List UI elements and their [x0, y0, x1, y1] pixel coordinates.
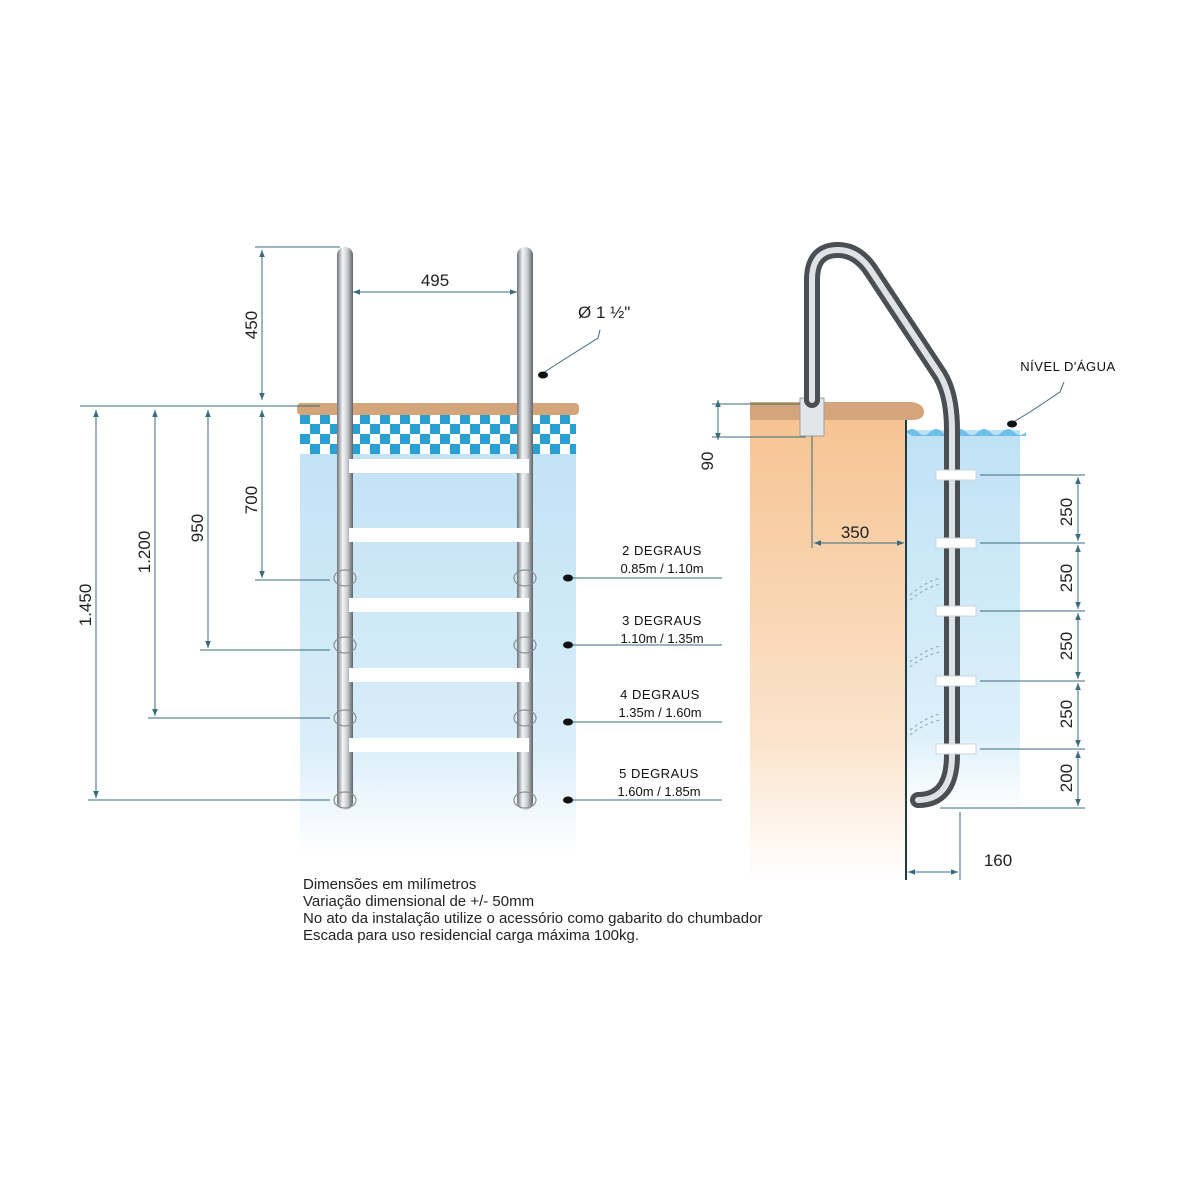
note-installation: No ato da instalação utilize o acessório… [303, 910, 763, 927]
coping-front [297, 403, 579, 415]
option-4-steps: 4 DEGRAUS [620, 687, 700, 702]
option-2-range: 0.85m / 1.10m [620, 561, 703, 576]
water-surface [906, 429, 1026, 436]
side-dimensions [712, 381, 1085, 880]
tube-diameter-label: Ø 1 ½" [578, 303, 630, 322]
option-5-range: 1.60m / 1.85m [617, 784, 700, 799]
pool-wall [750, 404, 905, 880]
side-step [935, 605, 977, 617]
step [349, 738, 529, 752]
side-step [935, 675, 977, 687]
front-dimensions [80, 246, 722, 801]
spacing-250-d: 250 [1057, 700, 1076, 728]
depth-950-label: 950 [188, 514, 207, 542]
step [349, 459, 529, 473]
depth-700-label: 700 [242, 486, 261, 514]
rail-joints [333, 569, 537, 809]
depth-1450-label: 1.450 [76, 584, 95, 627]
note-units: Dimensões em milímetros [303, 876, 477, 893]
coping-90-label: 90 [698, 452, 717, 471]
option-3-steps: 3 DEGRAUS [622, 613, 702, 628]
spacing-250-a: 250 [1057, 498, 1076, 526]
option-3-range: 1.10m / 1.35m [620, 631, 703, 646]
offset-350-label: 350 [841, 523, 869, 542]
side-view: NÍVEL D'ÁGUA 90 350 250 250 250 250 200 … [698, 241, 1115, 880]
note-max-load: Escada para uso residencial carga máxima… [303, 927, 640, 944]
width-495-label: 495 [421, 271, 449, 290]
coping-side [750, 402, 924, 420]
spacing-200: 200 [1057, 764, 1076, 792]
spacing-250-c: 250 [1057, 632, 1076, 660]
leader-dots [538, 371, 573, 804]
notes-block: Dimensões em milímetros Variação dimensi… [303, 876, 762, 944]
side-step [935, 469, 977, 481]
ladder-steps [349, 459, 529, 752]
step [349, 528, 529, 542]
option-2-steps: 2 DEGRAUS [622, 543, 702, 558]
depth-1200-label: 1.200 [135, 531, 154, 574]
wall-gap-160-label: 160 [984, 851, 1012, 870]
front-view: 495 Ø 1 ½" 450 700 950 1.200 1.450 2 DEG… [76, 246, 722, 854]
spacing-250-b: 250 [1057, 564, 1076, 592]
side-step [935, 537, 977, 549]
option-4-range: 1.35m / 1.60m [618, 705, 701, 720]
water-level-dot [1007, 420, 1017, 428]
step [349, 668, 529, 682]
side-handrail-highlight [809, 246, 955, 803]
water-level-label: NÍVEL D'ÁGUA [1020, 359, 1115, 374]
note-tolerance: Variação dimensional de +/- 50mm [303, 893, 535, 910]
top-height-label: 450 [242, 311, 261, 339]
hidden-supports [909, 577, 941, 736]
side-step [935, 743, 977, 755]
option-5-steps: 5 DEGRAUS [619, 766, 699, 781]
step [349, 598, 529, 612]
side-steps [935, 469, 977, 755]
